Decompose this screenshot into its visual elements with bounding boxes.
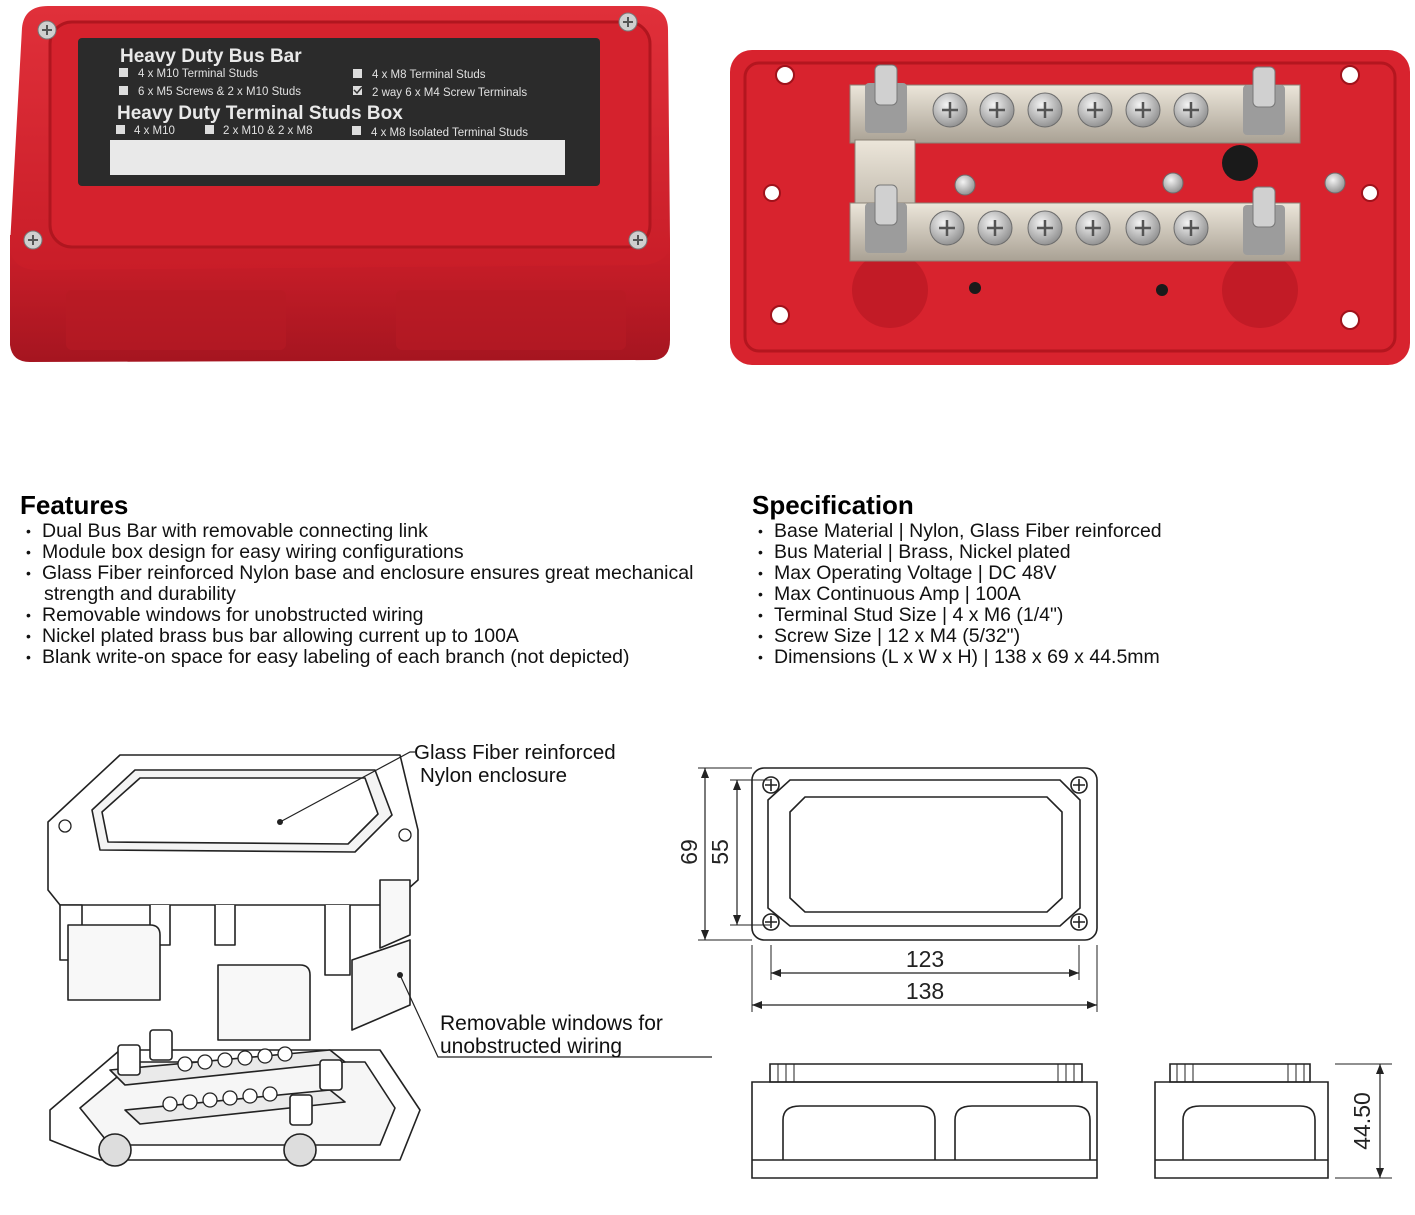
label-opt-7: 4 x M8 Isolated Terminal Studs	[371, 127, 528, 139]
label-opt-4: 2 way 6 x M4 Screw Terminals	[372, 87, 527, 99]
open-base-photo	[730, 50, 1410, 365]
feature-item: Glass Fiber reinforced Nylon base and en…	[20, 563, 755, 585]
label-title-1: Heavy Duty Bus Bar	[120, 46, 302, 67]
feature-item-continued: strength and durability	[44, 583, 236, 605]
features-list: Dual Bus Bar with removable connecting l…	[20, 521, 755, 669]
dim-outer-height: 69	[676, 839, 702, 865]
callout-enclosure-line1: Glass Fiber reinforced	[414, 741, 616, 764]
exploded-view-drawing	[47, 751, 712, 1167]
feature-item: Blank write-on space for easy labeling o…	[20, 647, 755, 669]
feature-item: Dual Bus Bar with removable connecting l…	[20, 521, 755, 543]
callout-enclosure: Glass Fiber reinforced Nylon enclosure	[414, 741, 616, 787]
features-section: Features Dual Bus Bar with removable con…	[20, 490, 755, 668]
callout-windows: Removable windows for unobstructed wirin…	[440, 1012, 663, 1058]
features-heading: Features	[20, 490, 129, 520]
spec-item: Screw Size | 12 x M4 (5/32")	[752, 626, 1352, 648]
specification-section: Specification Base Material | Nylon, Gla…	[752, 490, 1352, 668]
callout-enclosure-line2: Nylon enclosure	[420, 764, 567, 787]
dimension-drawings: 69 55 123 138 44.50	[676, 767, 1392, 1179]
callout-windows-line1: Removable windows for	[440, 1012, 663, 1035]
label-opt-3: 6 x M5 Screws & 2 x M10 Studs	[138, 86, 301, 98]
spec-item: Dimensions (L x W x H) | 138 x 69 x 44.5…	[752, 647, 1352, 669]
label-opt-2: 4 x M8 Terminal Studs	[372, 69, 486, 81]
spec-item: Max Continuous Amp | 100A	[752, 584, 1352, 606]
dim-inner-height: 55	[707, 839, 733, 865]
dim-inner-width: 123	[906, 946, 944, 972]
label-title-2: Heavy Duty Terminal Studs Box	[117, 103, 403, 124]
dim-outer-width: 138	[906, 978, 944, 1004]
feature-item: Module box design for easy wiring config…	[20, 542, 755, 564]
specification-heading: Specification	[752, 490, 914, 520]
spec-item: Bus Material | Brass, Nickel plated	[752, 542, 1352, 564]
spec-item: Base Material | Nylon, Glass Fiber reinf…	[752, 521, 1352, 543]
spec-item: Max Operating Voltage | DC 48V	[752, 563, 1352, 585]
spec-item: Terminal Stud Size | 4 x M6 (1/4")	[752, 605, 1352, 627]
feature-item: Removable windows for unobstructed wirin…	[20, 605, 755, 627]
specification-list: Base Material | Nylon, Glass Fiber reinf…	[752, 521, 1352, 669]
label-opt-5: 4 x M10	[134, 125, 175, 137]
callout-windows-line2: unobstructed wiring	[440, 1035, 623, 1058]
feature-item: Nickel plated brass bus bar allowing cur…	[20, 626, 755, 648]
label-opt-6: 2 x M10 & 2 x M8	[223, 125, 312, 137]
dim-total-height: 44.50	[1349, 1092, 1375, 1150]
closed-box-photo: Heavy Duty Bus Bar 4 x M10 Terminal Stud…	[10, 6, 670, 362]
label-opt-1: 4 x M10 Terminal Studs	[138, 68, 258, 80]
